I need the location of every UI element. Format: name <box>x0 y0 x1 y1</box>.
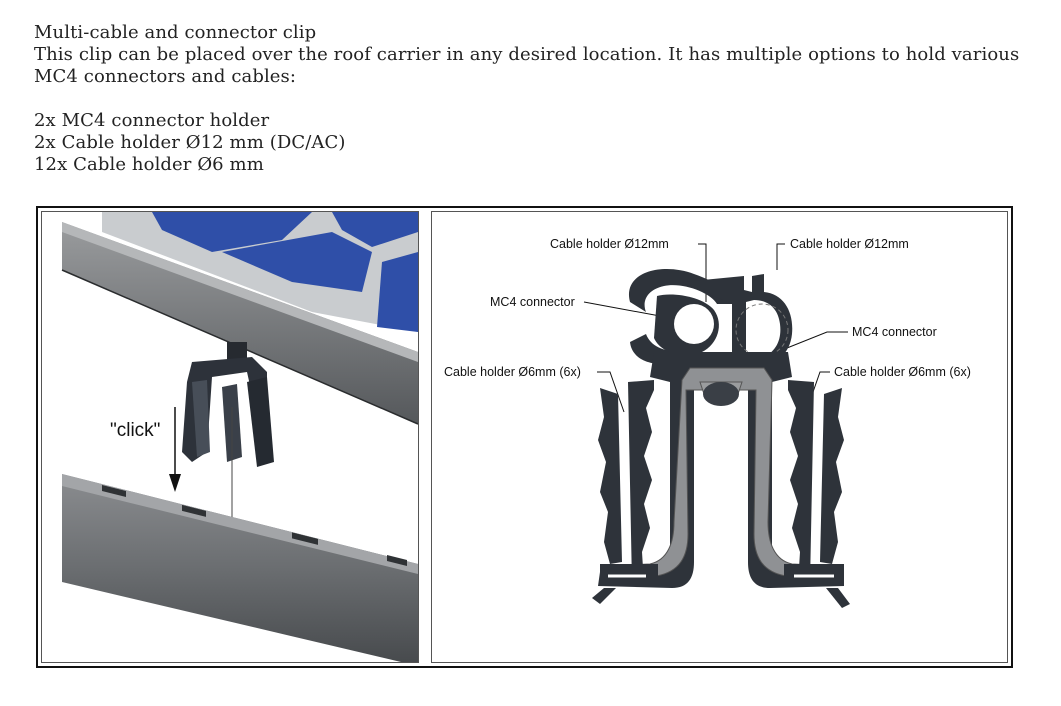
solar-panel <box>102 212 418 332</box>
description-text: This clip can be placed over the roof ca… <box>34 44 1020 87</box>
roof-carrier-rail <box>62 474 418 662</box>
click-label: "click" <box>110 420 160 441</box>
figure-frame: "click" Cable holder Ø12mm Cable holder … <box>36 206 1013 668</box>
label-mc4-left: MC4 connector <box>490 295 575 309</box>
feature-item: 12x Cable holder Ø6 mm <box>34 154 264 175</box>
label-mc4-right: MC4 connector <box>852 325 937 339</box>
mounting-illustration: "click" <box>41 211 419 663</box>
feature-item: 2x MC4 connector holder <box>34 110 270 131</box>
label-cable-holder-6-right: Cable holder Ø6mm (6x) <box>834 365 971 379</box>
label-cable-holder-12-right: Cable holder Ø12mm <box>790 237 909 251</box>
clip-3d <box>182 342 274 467</box>
feature-item: 2x Cable holder Ø12 mm (DC/AC) <box>34 132 346 153</box>
label-cable-holder-12-left: Cable holder Ø12mm <box>550 237 669 251</box>
down-arrow-icon <box>169 474 181 492</box>
label-cable-holder-6-left: Cable holder Ø6mm (6x) <box>444 365 581 379</box>
description-block: Multi-cable and connector clip This clip… <box>34 22 1034 176</box>
clip-diagram: Cable holder Ø12mm Cable holder Ø12mm MC… <box>431 211 1008 663</box>
heading: Multi-cable and connector clip <box>34 22 317 43</box>
multi-cable-clip <box>592 269 850 608</box>
